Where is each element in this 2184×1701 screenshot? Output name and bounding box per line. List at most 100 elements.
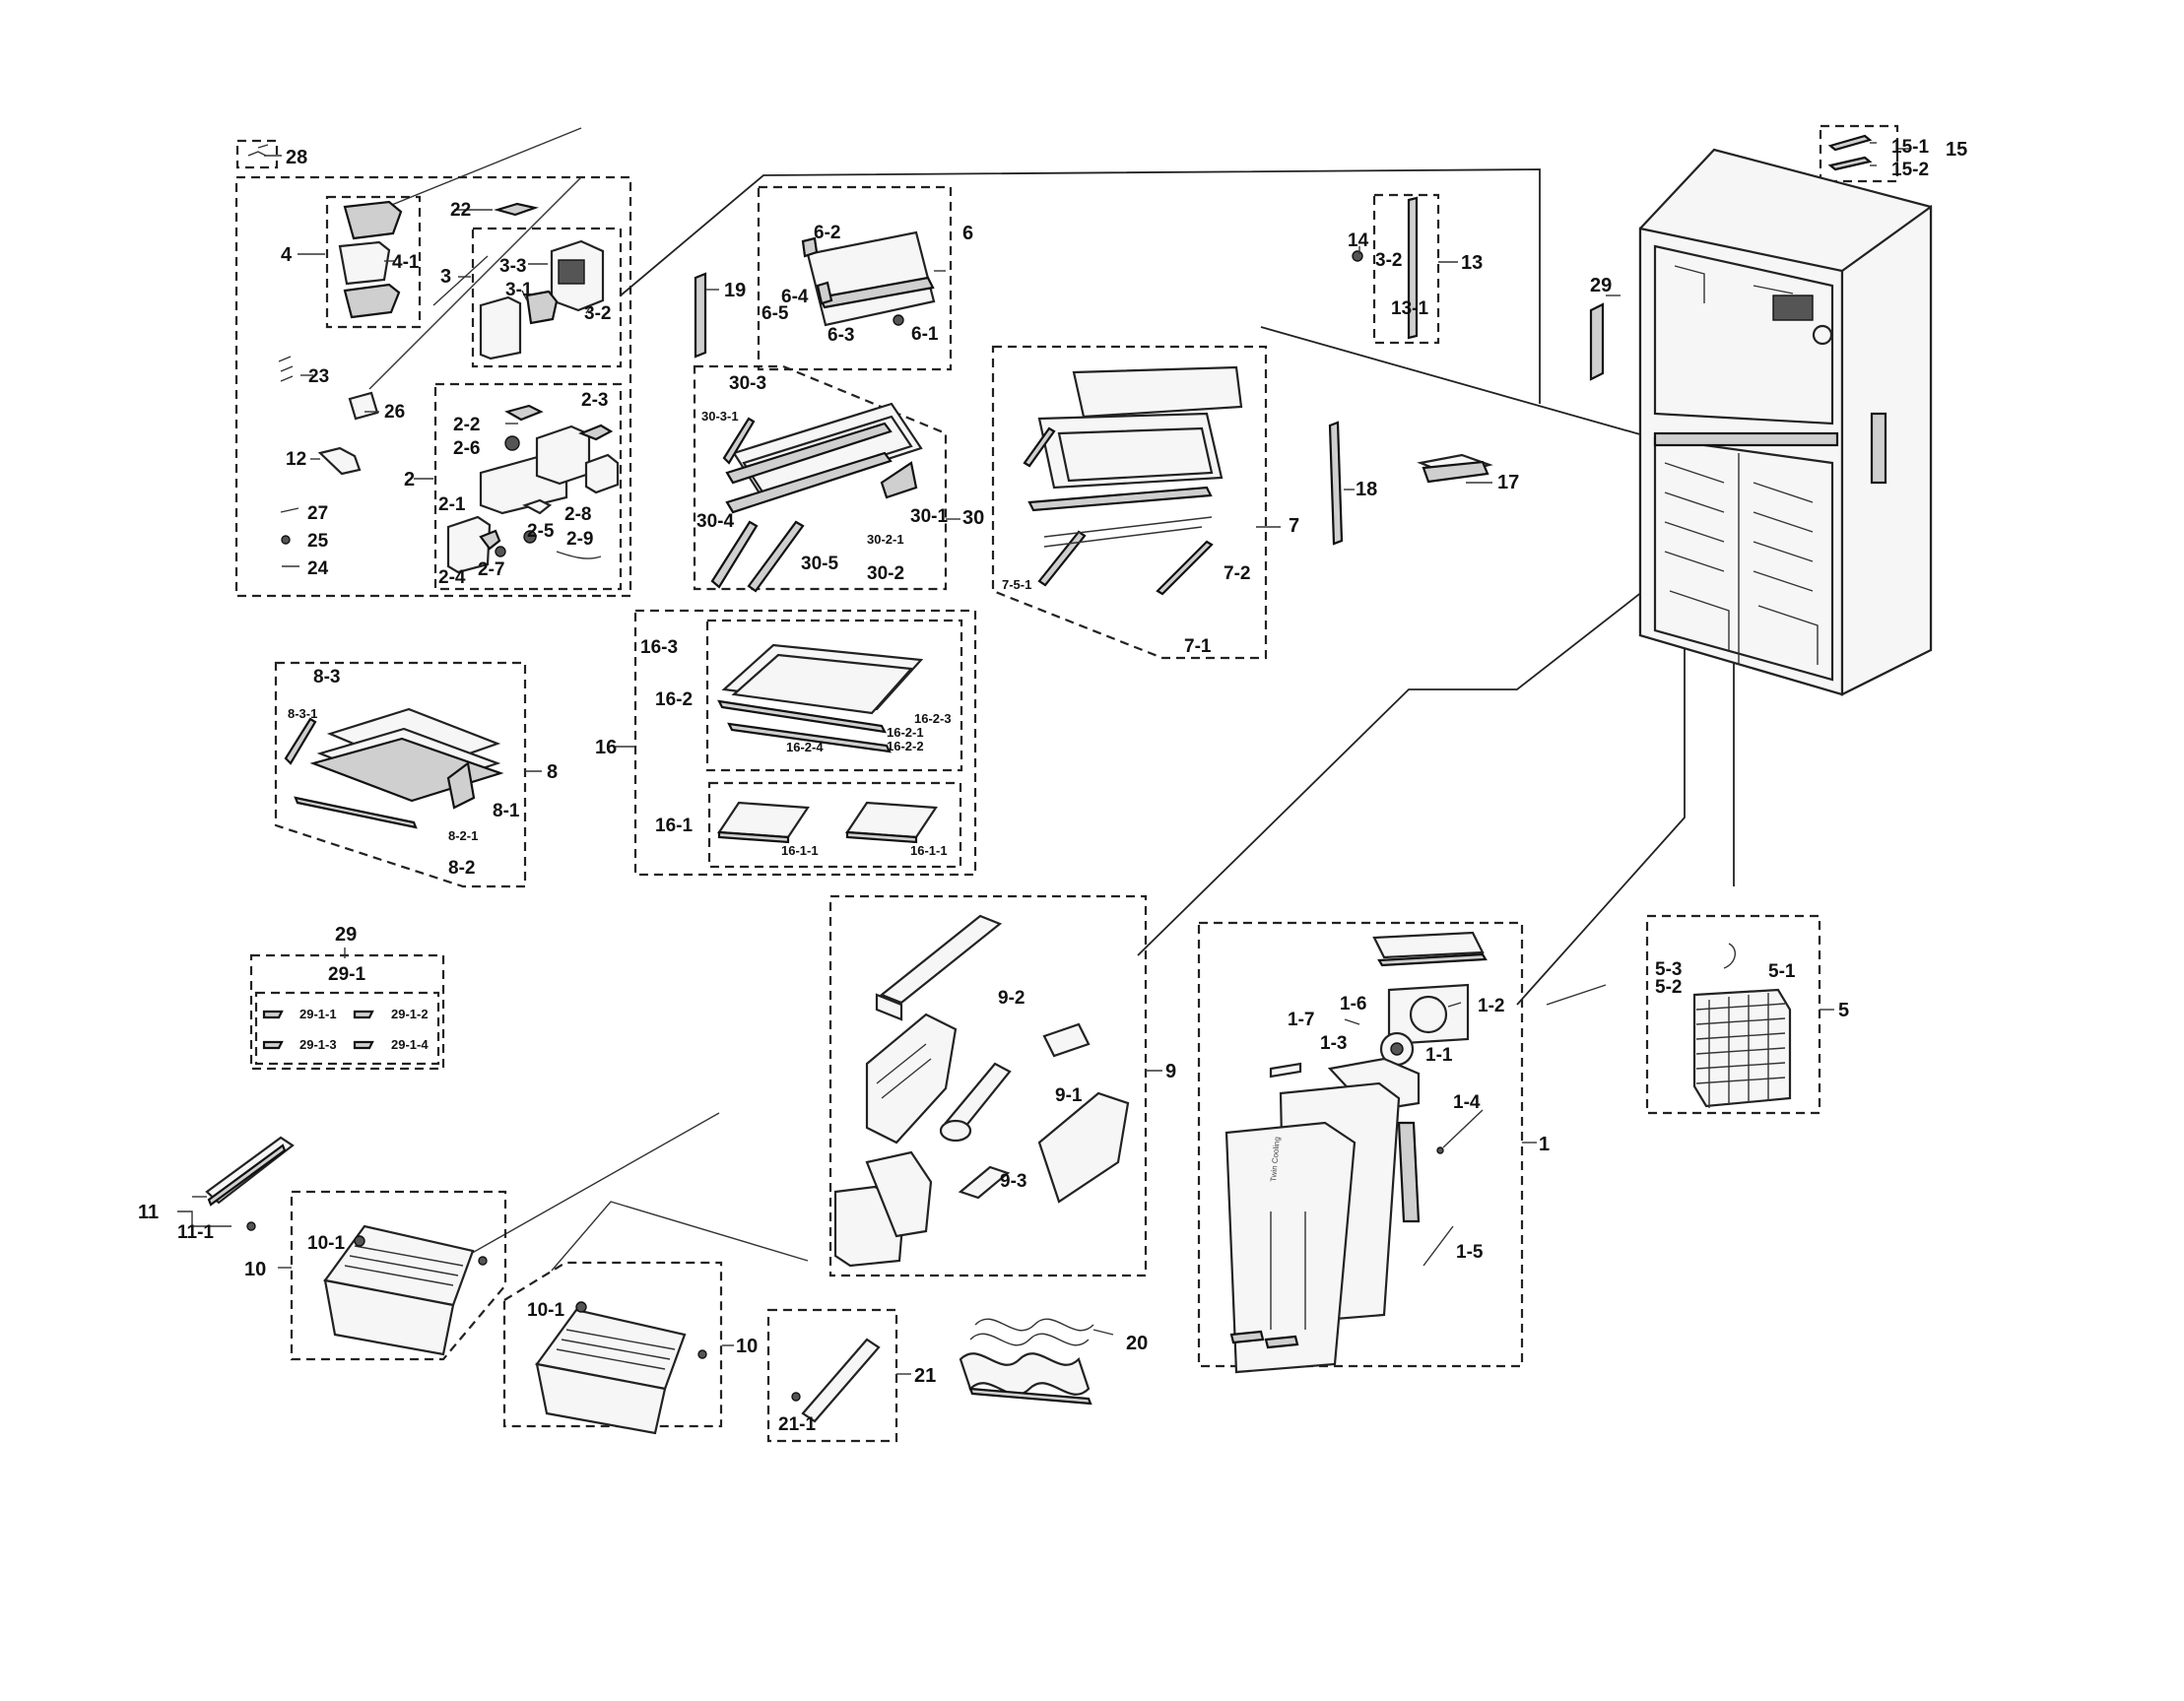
part-30-5 (747, 520, 805, 593)
label-1: 1 (1539, 1134, 1550, 1155)
part-6-shelf (806, 230, 936, 327)
label-27: 27 (307, 503, 328, 524)
group-box-30 (693, 364, 948, 591)
label-1-1: 1-1 (1425, 1045, 1453, 1066)
group-box-9 (828, 894, 1148, 1277)
label-26: 26 (384, 402, 405, 423)
label-2-4: 2-4 (438, 567, 466, 588)
group-box-7 (991, 345, 1268, 660)
label-17: 17 (1497, 472, 1519, 493)
label-16-1-1-right: 16-1-1 (910, 843, 948, 858)
label-18: 18 (1356, 479, 1377, 500)
label-9: 9 (1165, 1061, 1176, 1082)
label-8: 8 (547, 761, 558, 783)
part-29-bracket (1589, 302, 1605, 381)
group-box-6 (757, 185, 953, 371)
label-2-5: 2-5 (527, 521, 555, 542)
label-19: 19 (724, 280, 746, 301)
part-5-coil (1692, 988, 1792, 1108)
group-box-16-2 (705, 619, 963, 772)
label-4-1: 4-1 (392, 252, 420, 273)
label-25: 25 (307, 531, 329, 552)
label-6-2: 6-2 (814, 223, 840, 243)
group-box-5 (1645, 914, 1821, 1115)
label-6-5: 6-5 (761, 303, 789, 324)
part-1-top (1372, 931, 1485, 959)
label-1-4: 1-4 (1453, 1092, 1481, 1113)
label-29-1-1: 29-1-1 (299, 1007, 337, 1021)
label-3-1: 3-1 (505, 280, 533, 300)
label-24: 24 (307, 558, 329, 579)
label-29-1-3: 29-1-3 (299, 1037, 337, 1052)
label-6: 6 (962, 223, 973, 244)
label-21-1: 21-1 (778, 1414, 816, 1435)
label-13-3-2: 3-2 (1375, 250, 1402, 271)
label-3: 3 (440, 266, 451, 288)
label-2-7: 2-7 (478, 559, 504, 580)
label-2: 2 (404, 469, 415, 491)
part-21 (801, 1338, 881, 1423)
group-box-15 (1819, 124, 1899, 183)
label-8-1: 8-1 (493, 801, 520, 821)
label-10-1-left: 10-1 (307, 1233, 345, 1254)
group-box-8 (274, 661, 527, 888)
label-30-3-1: 30-3-1 (701, 409, 739, 424)
label-30-2: 30-2 (867, 563, 904, 584)
label-2-3: 2-3 (581, 390, 608, 411)
label-3-3: 3-3 (499, 256, 526, 277)
label-15: 15 (1946, 139, 1967, 161)
part-19 (694, 272, 707, 359)
part-4-top (343, 200, 403, 240)
label-29-1-2: 29-1-2 (391, 1007, 429, 1021)
label-30-2-1: 30-2-1 (867, 532, 904, 547)
group-box-13 (1372, 193, 1440, 345)
label-16-1: 16-1 (655, 816, 693, 836)
group-box-16 (633, 609, 977, 877)
label-16-2-1: 16-2-1 (887, 725, 924, 740)
part-9-cover (879, 914, 1003, 1005)
group-box-ice-maker (234, 175, 632, 598)
label-2-2: 2-2 (453, 415, 480, 435)
part-2-2 (504, 404, 544, 422)
label-16-2-2: 16-2-2 (887, 739, 924, 753)
part-12 (317, 446, 362, 476)
label-30-1: 30-1 (910, 506, 948, 527)
group-box-28 (235, 139, 279, 169)
label-1-6: 1-6 (1340, 994, 1366, 1014)
label-15-1: 15-1 (1891, 137, 1929, 158)
label-30-3: 30-3 (729, 373, 766, 394)
label-1-7: 1-7 (1288, 1010, 1314, 1030)
label-5-1: 5-1 (1768, 961, 1796, 982)
label-6-4: 6-4 (781, 287, 809, 307)
label-7-2: 7-2 (1224, 563, 1250, 584)
part-23 (278, 356, 294, 382)
label-29: 29 (335, 924, 357, 946)
label-16-1-1-left: 16-1-1 (781, 843, 819, 858)
connector-lines (366, 127, 1735, 1281)
label-23: 23 (308, 366, 329, 387)
label-9-1: 9-1 (1055, 1085, 1083, 1106)
label-7-5-1: 7-5-1 (1002, 577, 1031, 592)
label-9-3: 9-3 (1000, 1171, 1026, 1192)
label-5-3: 5-3 (1655, 959, 1682, 980)
label-2-1: 2-1 (438, 494, 466, 515)
part-drawings: Twin Cooling (205, 134, 1933, 1435)
group-box-10-right (502, 1261, 723, 1428)
label-16-3: 16-3 (640, 637, 678, 658)
label-9-2: 9-2 (998, 988, 1025, 1009)
label-16-2: 16-2 (655, 689, 693, 710)
part-9-3 (958, 1165, 1011, 1200)
part-15-1 (1827, 134, 1873, 152)
label-22: 22 (450, 200, 471, 221)
part-2-3 (535, 425, 591, 486)
part-16-1-right (845, 801, 938, 839)
label-29-top: 29 (1590, 275, 1612, 296)
label-2-8: 2-8 (564, 504, 591, 525)
group-box-29 (249, 953, 445, 1071)
label-20: 20 (1126, 1333, 1148, 1354)
part-7-glass (1072, 365, 1243, 419)
label-30-5: 30-5 (801, 554, 838, 574)
part-3-1 (479, 295, 522, 360)
label-7-1: 7-1 (1184, 636, 1212, 657)
